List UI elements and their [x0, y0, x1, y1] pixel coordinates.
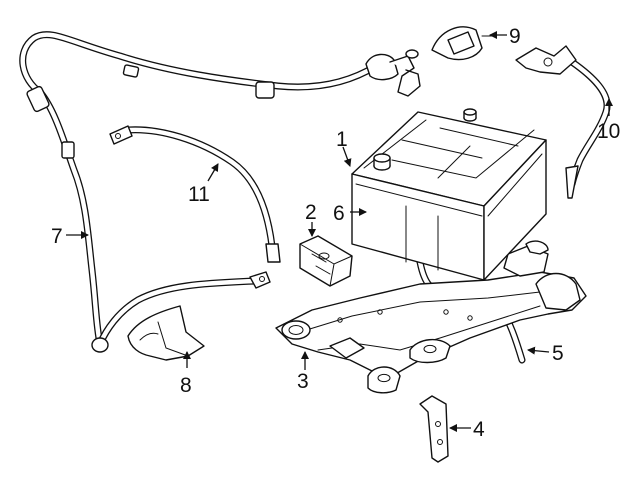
battery-tray [275, 240, 587, 394]
callout-leaders [66, 31, 613, 432]
callout-6: 6 [333, 202, 345, 225]
battery [351, 108, 547, 281]
negative-cable [515, 45, 611, 199]
ground-strap [109, 125, 281, 263]
callout-5: 5 [552, 342, 564, 365]
callout-4: 4 [473, 418, 485, 441]
callout-11: 11 [188, 183, 210, 206]
callout-2: 2 [305, 201, 317, 224]
callout-8: 8 [180, 374, 192, 397]
callout-10: 10 [597, 120, 620, 143]
callout-9: 9 [509, 25, 521, 48]
cable-shield [127, 305, 205, 361]
tray-bracket [419, 395, 449, 463]
positive-cable [19, 31, 421, 353]
callout-3: 3 [297, 370, 309, 393]
callout-7: 7 [51, 225, 63, 248]
terminal-cover [431, 26, 493, 61]
fuse-holder [299, 235, 353, 287]
callout-labels: 1 2 3 4 5 6 7 8 9 10 11 [51, 25, 620, 441]
callout-1: 1 [336, 128, 348, 151]
